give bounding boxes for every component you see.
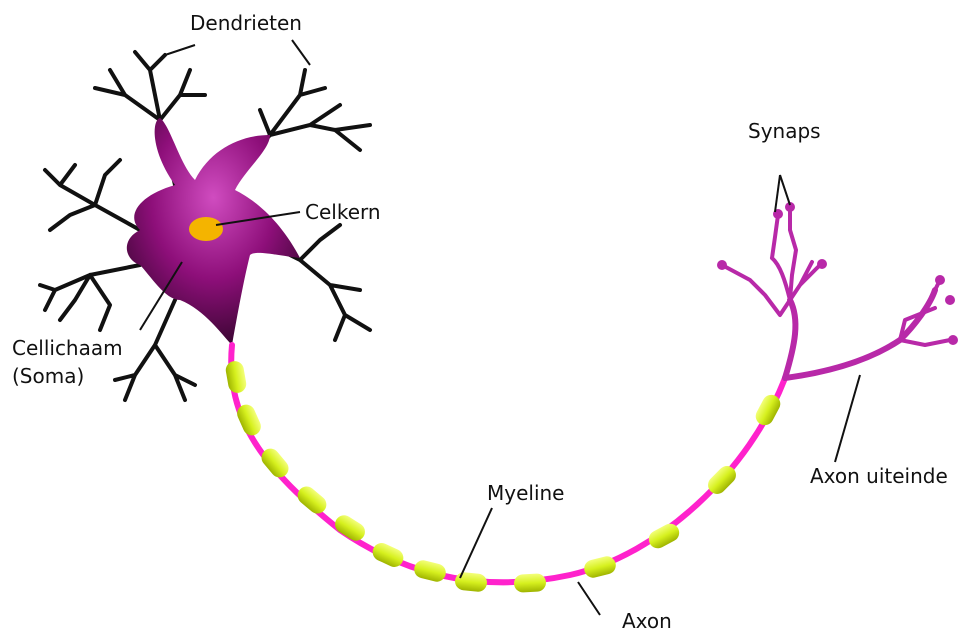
myelin-sheath [224, 360, 783, 593]
myelin-label: Myeline [487, 481, 565, 505]
synapse-label: Synaps [748, 119, 821, 143]
axon-fiber [231, 345, 785, 582]
dendrites-label: Dendrieten [190, 11, 302, 35]
nucleus-label: Celkern [305, 200, 381, 224]
axon-label: Axon [622, 609, 672, 633]
axon-terminal-label: Axon uiteinde [810, 464, 948, 488]
soma-label: (Soma) [12, 364, 84, 388]
nucleus [189, 217, 223, 241]
synapse-bulbs [717, 202, 958, 345]
cell-body-label: Cellichaam [12, 336, 123, 360]
axon-terminal [722, 210, 950, 378]
